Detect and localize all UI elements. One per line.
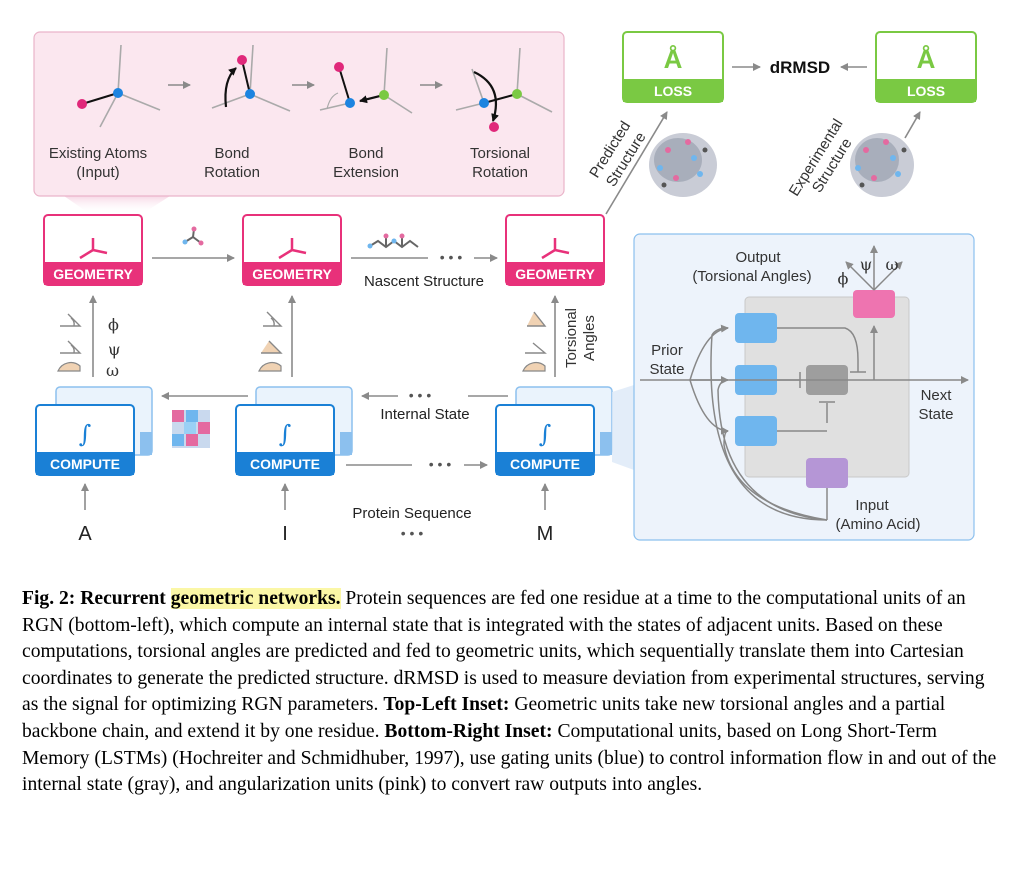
caption-text-2: Geometric units take new torsional angle… xyxy=(22,694,946,742)
geometry-unit-3: GEOMETRY xyxy=(505,214,605,286)
compute-unit-3: ∫ COMPUTE xyxy=(495,386,613,476)
compute-label-3: COMPUTE xyxy=(510,456,580,472)
residue-I: I xyxy=(282,523,288,545)
figure-caption: Fig. 2: Recurrent geometric networks. Pr… xyxy=(22,586,997,799)
input-label-1: Input xyxy=(855,497,889,514)
geometry-label-2: GEOMETRY xyxy=(252,266,332,282)
input-label-2: (Amino Acid) xyxy=(835,516,920,533)
lstm-omega-symbol: ω xyxy=(885,255,898,274)
torsional-angles-label-1: Torsional xyxy=(563,308,580,368)
existing-atoms-diagram xyxy=(77,44,161,128)
loss-symbol-predicted: Å xyxy=(664,44,683,74)
step-bond-extension-label-2: Extension xyxy=(333,164,399,181)
step-torsional-rotation-label-2: Rotation xyxy=(472,164,528,181)
angles-column-1: ϕ ψ ω xyxy=(57,295,121,380)
integral-symbol-3: ∫ xyxy=(539,420,552,448)
lstm-phi-symbol: ϕ xyxy=(838,269,849,288)
prior-state-label-1: Prior xyxy=(651,342,683,359)
lstm-output-label-2: (Torsional Angles) xyxy=(692,268,811,285)
integral-symbol-2: ∫ xyxy=(279,420,292,448)
step-existing-atoms-label-1: Existing Atoms xyxy=(49,145,147,162)
molecule-small xyxy=(182,226,204,246)
integral-symbol-1: ∫ xyxy=(79,420,92,448)
geometry-unit-2: GEOMETRY xyxy=(242,214,342,286)
angles-column-2 xyxy=(258,295,296,377)
caption-top-left-inset: Top-Left Inset: xyxy=(383,694,510,716)
step-bond-extension-label-1: Bond xyxy=(348,145,383,162)
next-state-label-2: State xyxy=(918,406,953,423)
lstm-inset: Output (Torsional Angles) ϕ ψ ω Prior St… xyxy=(612,233,975,541)
predicted-structure-image xyxy=(649,133,717,197)
omega-symbol-1: ω xyxy=(106,361,119,380)
drmsd-label: dRMSD xyxy=(770,58,830,77)
ellipsis-sequence: • • • xyxy=(429,456,452,472)
phi-symbol-1: ϕ xyxy=(108,315,119,334)
loss-label-predicted: LOSS xyxy=(654,83,692,99)
step-existing-atoms-label-2: (Input) xyxy=(76,164,119,181)
internal-state-label: Internal State xyxy=(380,406,469,423)
torsional-angles-label-2: Angles xyxy=(581,315,598,361)
step-bond-rotation-label-1: Bond xyxy=(214,145,249,162)
torsional-rotation-diagram xyxy=(455,47,553,132)
lstm-output-label-1: Output xyxy=(735,249,781,266)
caption-fig-label: Fig. 2: Recurrent xyxy=(22,588,171,609)
molecule-chain xyxy=(367,233,419,249)
step-bond-rotation-label-2: Rotation xyxy=(204,164,260,181)
loss-symbol-experimental: Å xyxy=(917,44,936,74)
compute-unit-2: ∫ COMPUTE xyxy=(235,386,353,476)
ellipsis-geometry: • • • xyxy=(440,249,463,265)
step-torsional-rotation-label-1: Torsional xyxy=(470,145,530,162)
angles-column-3: Torsional Angles xyxy=(522,295,598,377)
geometry-label-3: GEOMETRY xyxy=(515,266,595,282)
caption-text-3: Computational units, based on Long Short… xyxy=(22,720,997,796)
geometry-unit-1: GEOMETRY xyxy=(43,214,143,286)
ellipsis-internal: • • • xyxy=(409,387,432,403)
lstm-psi-symbol: ψ xyxy=(860,255,873,274)
residue-A: A xyxy=(78,523,92,545)
geometry-inset: Existing Atoms (Input) Bond Rotation Bon… xyxy=(33,31,565,214)
caption-text-1: Protein sequences are fed one residue at… xyxy=(22,588,985,716)
residue-M: M xyxy=(537,523,554,545)
prior-state-label-2: State xyxy=(649,361,684,378)
bond-rotation-diagram xyxy=(211,44,291,112)
next-state-label-1: Next xyxy=(921,387,953,404)
caption-bottom-right-inset: Bottom-Right Inset: xyxy=(384,720,553,742)
geometry-label-1: GEOMETRY xyxy=(53,266,133,282)
compute-unit-1: ∫ COMPUTE xyxy=(35,386,153,476)
loss-label-experimental: LOSS xyxy=(907,83,945,99)
psi-symbol-1: ψ xyxy=(108,340,121,359)
ellipsis-residues: • • • xyxy=(401,525,424,541)
compute-label-2: COMPUTE xyxy=(250,456,320,472)
rgn-figure: Existing Atoms (Input) Bond Rotation Bon… xyxy=(33,31,977,545)
compute-label-1: COMPUTE xyxy=(50,456,120,472)
bond-extension-diagram xyxy=(319,47,413,114)
experimental-structure-image xyxy=(850,133,914,197)
internal-state-cube-image xyxy=(172,410,210,448)
caption-highlight: geometric networks. xyxy=(170,588,341,609)
nascent-structure-label: Nascent Structure xyxy=(364,273,484,290)
protein-sequence-label: Protein Sequence xyxy=(352,505,471,522)
loss-section: Å LOSS Å LOSS dRMSD Predicted Structure … xyxy=(586,31,977,215)
